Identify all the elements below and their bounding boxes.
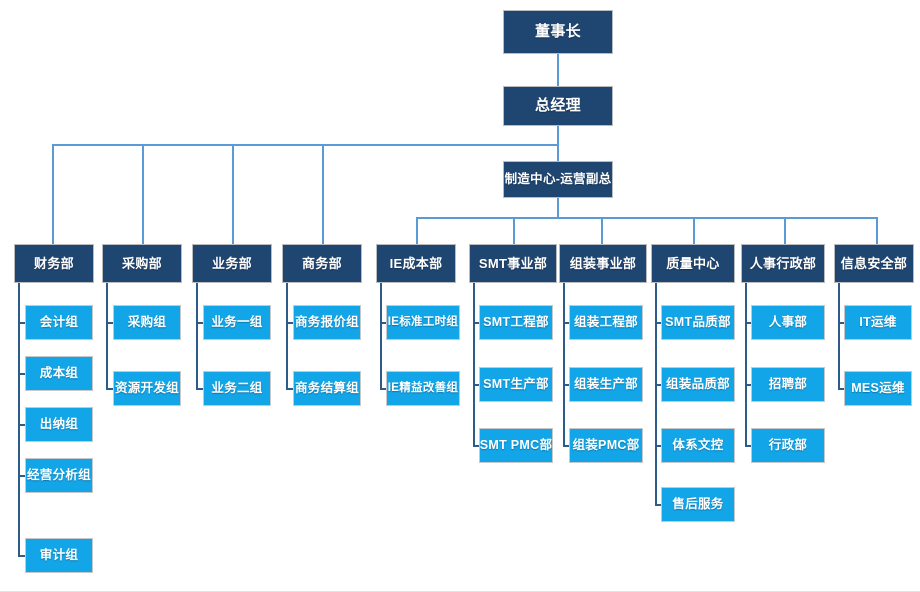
node-group-business-analysis[interactable]: 经营分析组 <box>25 458 93 493</box>
connector-bus-drop-finance <box>52 144 54 244</box>
connector-commerce-stub-1 <box>286 322 294 324</box>
node-general-manager[interactable]: 总经理 <box>503 86 613 126</box>
node-dept-smt[interactable]: SMT事业部 <box>469 244 557 283</box>
node-vp-manufacturing[interactable]: 制造中心-运营副总 <box>503 161 613 198</box>
connector-smt-stub-3 <box>473 445 481 447</box>
node-group-resource-development[interactable]: 资源开发组 <box>113 371 181 406</box>
connector-hr-spine <box>745 283 747 446</box>
connector-assembly-stub-2 <box>563 384 571 386</box>
connector-bus-drop-purchasing <box>142 144 144 244</box>
node-group-audit[interactable]: 审计组 <box>25 538 93 573</box>
connector-infosec-stub-2 <box>838 388 846 390</box>
node-group-commerce-settlement[interactable]: 商务结算组 <box>293 371 361 406</box>
node-dept-business[interactable]: 业务部 <box>192 244 272 283</box>
connector-vpbus-drop-quality <box>693 217 695 244</box>
connector-quality-stub-3 <box>655 445 663 447</box>
connector-vpbus-drop-assembly <box>601 217 603 244</box>
connector-finance-stub-4 <box>18 475 26 477</box>
node-group-accounting[interactable]: 会计组 <box>25 305 93 340</box>
connector-chairman-to-gm <box>557 54 559 88</box>
connector-vp-stem <box>557 198 559 218</box>
connector-finance-stub-5 <box>18 555 26 557</box>
connector-assembly-stub-3 <box>563 445 571 447</box>
connector-vpbus-drop-hr <box>784 217 786 244</box>
connector-quality-stub-4 <box>655 504 663 506</box>
node-dept-quality[interactable]: 质量中心 <box>651 244 735 283</box>
connector-business-stub-1 <box>196 322 204 324</box>
node-group-assembly-pmc[interactable]: 组装PMC部 <box>569 428 643 463</box>
connector-infosec-stub-1 <box>838 322 846 324</box>
connector-finance-stub-2 <box>18 373 26 375</box>
connector-business-spine <box>196 283 198 390</box>
connector-commerce-stub-2 <box>286 388 294 390</box>
connector-purchasing-spine <box>106 283 108 390</box>
node-group-hr[interactable]: 人事部 <box>751 305 825 340</box>
connector-smt-stub-2 <box>473 384 481 386</box>
connector-quality-stub-1 <box>655 322 663 324</box>
node-group-cashier[interactable]: 出纳组 <box>25 407 93 442</box>
connector-quality-stub-2 <box>655 384 663 386</box>
connector-vpbus-drop-infosec <box>876 217 878 244</box>
connector-purchasing-stub-2 <box>106 388 114 390</box>
node-group-assembly-quality[interactable]: 组装品质部 <box>661 367 735 402</box>
node-group-business-two[interactable]: 业务二组 <box>203 371 271 406</box>
node-group-mes-ops[interactable]: MES运维 <box>844 371 912 406</box>
node-group-business-one[interactable]: 业务一组 <box>203 305 271 340</box>
node-dept-hr-admin[interactable]: 人事行政部 <box>741 244 825 283</box>
connector-vpbus-drop-smt <box>513 217 515 244</box>
node-group-assembly-production[interactable]: 组装生产部 <box>569 367 643 402</box>
node-group-smt-engineering[interactable]: SMT工程部 <box>479 305 553 340</box>
node-dept-finance[interactable]: 财务部 <box>14 244 94 283</box>
connector-quality-spine <box>655 283 657 505</box>
node-group-system-doc-control[interactable]: 体系文控 <box>661 428 735 463</box>
connector-commerce-spine <box>286 283 288 390</box>
node-group-after-sales[interactable]: 售后服务 <box>661 487 735 522</box>
connector-ie-spine <box>380 283 382 390</box>
connector-infosec-spine <box>838 283 840 390</box>
connector-gm-bus <box>52 144 559 146</box>
connector-hr-stub-1 <box>745 322 753 324</box>
connector-gm-stem <box>557 126 559 145</box>
node-group-smt-pmc[interactable]: SMT PMC部 <box>479 428 553 463</box>
connector-business-stub-2 <box>196 388 204 390</box>
node-group-ie-standard-time[interactable]: IE标准工时组 <box>386 305 460 340</box>
node-group-it-ops[interactable]: IT运维 <box>844 305 912 340</box>
connector-bus-drop-business <box>232 144 234 244</box>
connector-assembly-stub-1 <box>563 322 571 324</box>
connector-finance-stub-3 <box>18 424 26 426</box>
node-group-commerce-quotation[interactable]: 商务报价组 <box>293 305 361 340</box>
connector-ie-stub-1 <box>380 322 388 324</box>
node-group-administration[interactable]: 行政部 <box>751 428 825 463</box>
node-group-purchasing[interactable]: 采购组 <box>113 305 181 340</box>
connector-ie-stub-2 <box>380 388 388 390</box>
node-group-smt-production[interactable]: SMT生产部 <box>479 367 553 402</box>
node-dept-assembly[interactable]: 组装事业部 <box>559 244 647 283</box>
node-group-smt-quality[interactable]: SMT品质部 <box>661 305 735 340</box>
connector-vpbus-drop-ie <box>416 217 418 244</box>
node-group-ie-lean-improvement[interactable]: IE精益改善组 <box>386 371 460 406</box>
node-dept-infosec[interactable]: 信息安全部 <box>834 244 914 283</box>
connector-bus-drop-commerce <box>322 144 324 244</box>
connector-bus-drop-vp <box>557 144 559 162</box>
node-dept-commerce[interactable]: 商务部 <box>282 244 362 283</box>
connector-hr-stub-2 <box>745 384 753 386</box>
connector-smt-stub-1 <box>473 322 481 324</box>
node-group-assembly-engineering[interactable]: 组装工程部 <box>569 305 643 340</box>
node-group-recruiting[interactable]: 招聘部 <box>751 367 825 402</box>
connector-finance-stub-1 <box>18 322 26 324</box>
connector-smt-spine <box>473 283 475 446</box>
node-dept-ie-cost[interactable]: IE成本部 <box>376 244 456 283</box>
connector-vp-bus <box>416 217 878 219</box>
connector-assembly-spine <box>563 283 565 446</box>
node-chairman[interactable]: 董事长 <box>503 10 613 54</box>
connector-hr-stub-3 <box>745 445 753 447</box>
connector-purchasing-stub-1 <box>106 322 114 324</box>
node-dept-purchasing[interactable]: 采购部 <box>102 244 182 283</box>
connector-finance-spine <box>18 283 20 556</box>
node-group-cost[interactable]: 成本组 <box>25 356 93 391</box>
